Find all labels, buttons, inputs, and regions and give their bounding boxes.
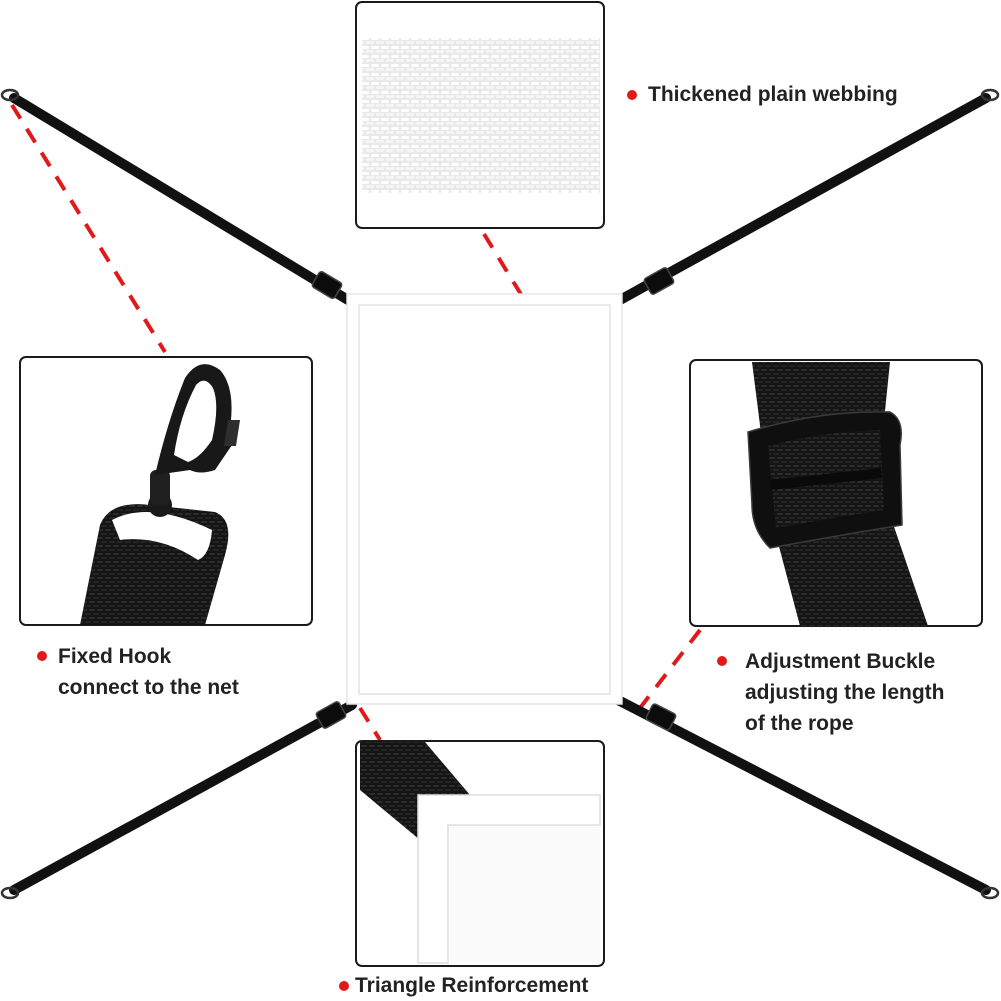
strap-bottom-right [613,695,991,895]
strap-buckle-icon [643,267,675,295]
callout-dot-buckle [717,656,727,666]
guide-lines [10,103,702,742]
hook-label: Fixed Hook connect to the net [58,641,239,703]
slide-buckle-icon [747,362,928,626]
callout-dot-webbing [627,90,637,100]
buckle-label-line1: Adjustment Buckle [745,650,936,673]
buckle-closeup-panel [689,359,983,627]
buckle-label-line2: adjusting the length [745,681,945,704]
strap-bottom-left [9,700,357,895]
strap-end-hooks [0,88,1000,900]
hook-label-line1: Fixed Hook [58,645,172,668]
callout-dot-corner [339,981,349,991]
hook-closeup-panel [19,356,313,626]
strap-hook-icon [0,886,20,900]
strap-hook-icon [980,886,1000,900]
callout-dot-hook [37,651,47,661]
strap-top-left [9,93,353,305]
white-frame-corner [417,794,601,964]
strap-hook-icon [0,88,20,102]
webbing-label-text: Thickened plain webbing [648,83,898,106]
guide-line-webbing [482,232,524,298]
hook-label-line2: connect to the net [58,676,239,699]
guide-line-corner [358,706,382,742]
corner-closeup-panel [355,740,605,967]
corner-label-text: Triangle Reinforcement [355,974,589,997]
strap-buckle-icon [645,703,677,731]
corner-label: Triangle Reinforcement [355,970,588,1001]
net-frame [346,293,623,705]
strap-top-right [615,93,991,305]
strap-buckles [311,267,677,731]
buckle-label: Adjustment Buckle adjusting the length o… [745,646,945,739]
snap-hook-icon [80,364,240,625]
strap-buckle-icon [315,701,347,729]
straps [9,93,991,895]
strap-hook-icon [980,88,1000,102]
webbing-closeup-panel [355,1,605,229]
guide-line-buckle [638,628,702,710]
guide-line-hook [10,103,167,354]
buckle-label-line3: of the rope [745,712,854,735]
white-webbing-image [362,38,600,193]
webbing-label: Thickened plain webbing [648,79,898,110]
strap-buckle-icon [311,270,343,300]
